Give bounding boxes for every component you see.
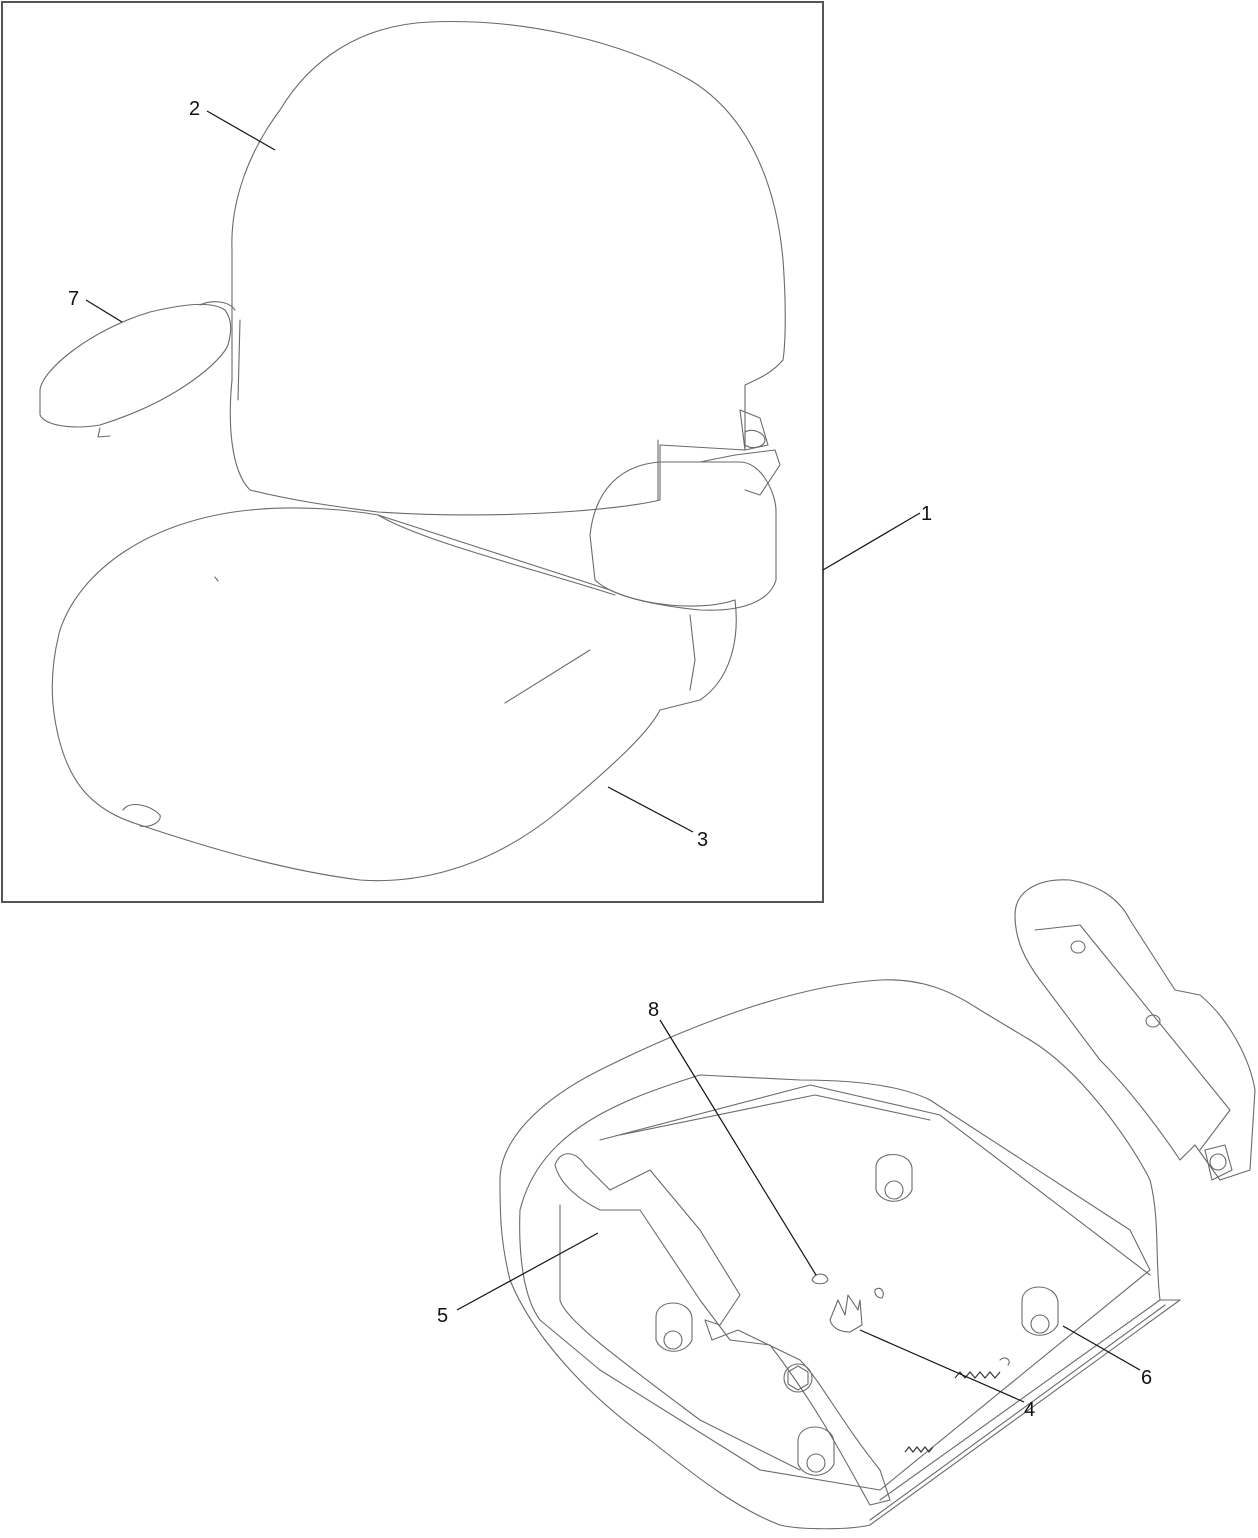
leader-6 [1062,1325,1141,1371]
callout-8: 8 [648,999,660,1021]
callout-3: 3 [697,829,709,851]
assembly-frame [1,1,824,903]
leader-2 [206,110,276,151]
mounting-stud [797,1426,835,1476]
hex-bolt [783,1363,813,1393]
mounting-stud [1021,1286,1059,1336]
switch [829,1294,863,1333]
leader-8 [659,1019,817,1276]
retainer [811,1273,884,1299]
armrest-bracket [1014,879,1256,1181]
leader-4 [859,1329,1025,1403]
mounting-stud [875,1154,913,1202]
callout-2: 2 [189,98,201,120]
backrest [229,21,786,516]
callout-4: 4 [1024,1399,1036,1421]
right-armrest [589,409,781,611]
callout-6: 6 [1141,1367,1153,1389]
leader-7 [85,299,123,323]
seat-pan [499,979,1181,1530]
callout-1: 1 [921,503,933,525]
callout-7: 7 [68,288,80,310]
mounting-stud [655,1302,693,1352]
left-armrest [39,301,236,438]
callout-5: 5 [437,1305,449,1327]
leader-5 [456,1232,599,1311]
leader-1 [822,512,921,571]
adjuster-lever [554,1153,891,1506]
leader-3 [607,786,694,833]
seat-cushion [51,507,737,882]
